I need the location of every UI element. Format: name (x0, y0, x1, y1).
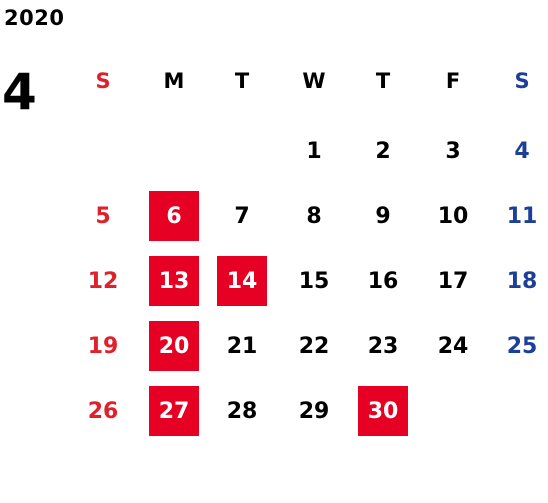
day-cell: 20 (149, 321, 199, 371)
weekday-header: W (302, 69, 326, 93)
day-cell: 8 (306, 203, 322, 229)
day-cell: 27 (149, 386, 199, 436)
day-cell: 13 (149, 256, 199, 306)
day-cell: 3 (445, 138, 461, 164)
day-cell: 24 (437, 333, 469, 359)
month-label: 4 (2, 63, 37, 121)
year-label: 2020 (4, 6, 65, 30)
day-cell: 26 (87, 398, 119, 424)
day-cell: 2 (375, 138, 391, 164)
day-cell: 10 (437, 203, 469, 229)
day-cell: 19 (87, 333, 119, 359)
day-cell: 4 (514, 138, 530, 164)
weekday-header: F (445, 69, 461, 93)
day-cell: 14 (217, 256, 267, 306)
weekday-header: S (95, 69, 111, 93)
weekday-header: S (514, 69, 530, 93)
day-cell: 1 (306, 138, 322, 164)
day-cell: 6 (149, 191, 199, 241)
weekday-header: T (375, 69, 391, 93)
day-cell: 16 (367, 268, 399, 294)
day-cell: 9 (375, 203, 391, 229)
day-cell: 5 (95, 203, 111, 229)
day-cell: 22 (298, 333, 330, 359)
day-cell: 21 (226, 333, 258, 359)
day-cell: 28 (226, 398, 258, 424)
day-cell: 11 (506, 203, 538, 229)
day-cell: 25 (506, 333, 538, 359)
day-cell: 29 (298, 398, 330, 424)
day-cell: 23 (367, 333, 399, 359)
day-cell: 7 (234, 203, 250, 229)
day-cell: 18 (506, 268, 538, 294)
weekday-header: M (163, 69, 185, 93)
day-cell: 30 (358, 386, 408, 436)
weekday-header: T (234, 69, 250, 93)
day-cell: 17 (437, 268, 469, 294)
day-cell: 12 (87, 268, 119, 294)
day-cell: 15 (298, 268, 330, 294)
